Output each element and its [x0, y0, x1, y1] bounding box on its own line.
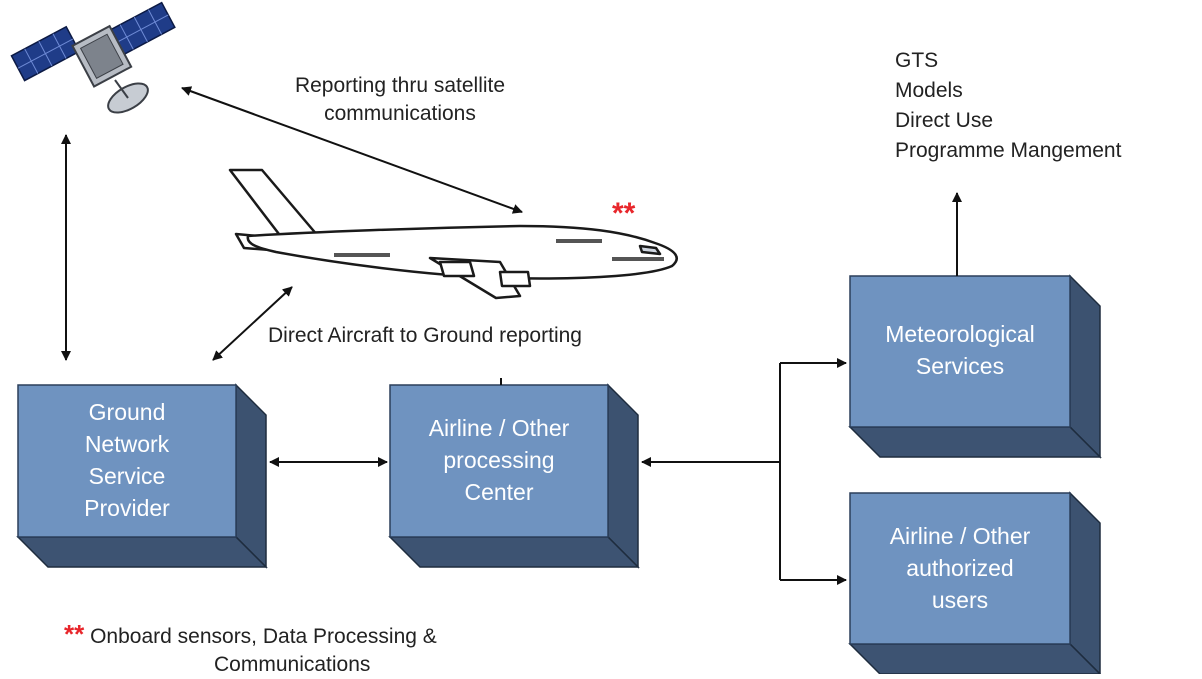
arrow-satellite-aircraft: [181, 86, 523, 214]
satellite-link-label: Reporting thru satellite communications: [294, 74, 506, 125]
box-authorized-users-label: Airline / Other authorized users: [889, 523, 1031, 613]
box-airline-processing-label: Airline / Other processing Center: [428, 415, 570, 505]
airplane-windows: [334, 239, 664, 261]
box-ground-network: [16, 383, 268, 569]
satellite-icon: [10, 1, 176, 114]
ground-link-label: Direct Aircraft to Ground reporting: [268, 324, 582, 347]
box-ground-network-label: Ground Network Service Provider: [84, 399, 170, 521]
footnote-asterisk: **: [64, 619, 85, 649]
airplane-icon: [228, 168, 678, 300]
output-item: Models: [895, 79, 963, 102]
box-airline-processing: [388, 383, 640, 569]
output-item: GTS: [895, 49, 939, 72]
outputs-list: GTS Models Direct Use Programme Mangemen…: [895, 46, 1121, 166]
box-met-services: [848, 274, 1102, 459]
arrow-aircraft-ground: [212, 286, 293, 361]
output-item: Direct Use: [895, 109, 994, 132]
output-item: Programme Mangement: [895, 139, 1122, 162]
footnote: ** Onboard sensors, Data Processing & Co…: [64, 619, 437, 676]
box-met-services-label: Meteorological Services: [885, 321, 1035, 379]
box-authorized-users: [848, 491, 1102, 674]
aircraft-asterisk: **: [612, 197, 636, 230]
